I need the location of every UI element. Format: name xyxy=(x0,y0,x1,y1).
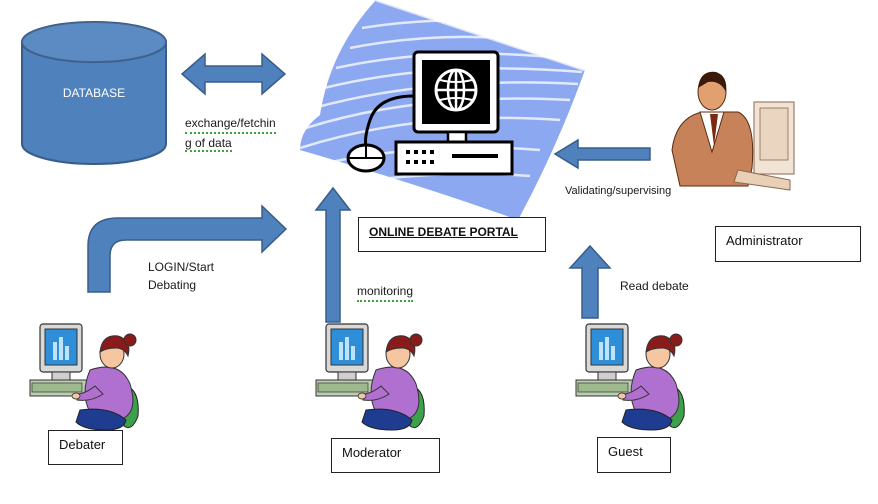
exchange-label-line2: g of data xyxy=(185,136,232,152)
moderator-box: Moderator xyxy=(331,438,440,473)
moderator-label: Moderator xyxy=(342,445,402,460)
debater-icon xyxy=(29,323,139,431)
guest-box: Guest xyxy=(597,437,671,473)
database-label: DATABASE xyxy=(62,86,126,100)
login-arrow xyxy=(87,204,288,293)
moderator-icon xyxy=(315,323,425,431)
validating-label: Validating/supervising xyxy=(565,185,672,197)
login-label-line1: LOGIN/Start xyxy=(148,260,215,274)
read-debate-arrow xyxy=(568,244,612,319)
login-label-line2: Debating xyxy=(148,278,197,292)
login-label: LOGIN/Start Debating xyxy=(148,258,214,294)
administrator-box: Administrator xyxy=(715,226,861,262)
monitoring-arrow xyxy=(314,186,352,323)
administrator-label: Administrator xyxy=(726,233,803,248)
guest-icon xyxy=(575,323,685,431)
database-icon xyxy=(21,21,167,165)
debater-box: Debater xyxy=(48,430,123,465)
exchange-label: exchange/fetchin g of data xyxy=(185,114,276,152)
exchange-label-line1: exchange/fetchin xyxy=(185,114,276,134)
administrator-icon xyxy=(671,71,795,191)
debater-label: Debater xyxy=(59,437,106,452)
portal-box: ONLINE DEBATE PORTAL xyxy=(358,217,546,252)
portal-label: ONLINE DEBATE PORTAL xyxy=(369,225,518,239)
guest-label: Guest xyxy=(608,444,643,459)
exchange-arrow xyxy=(180,52,287,96)
read-debate-label: Read debate xyxy=(620,279,689,293)
monitoring-label: monitoring xyxy=(357,282,414,302)
validating-arrow xyxy=(553,138,651,170)
portal-computer-icon xyxy=(346,50,514,176)
